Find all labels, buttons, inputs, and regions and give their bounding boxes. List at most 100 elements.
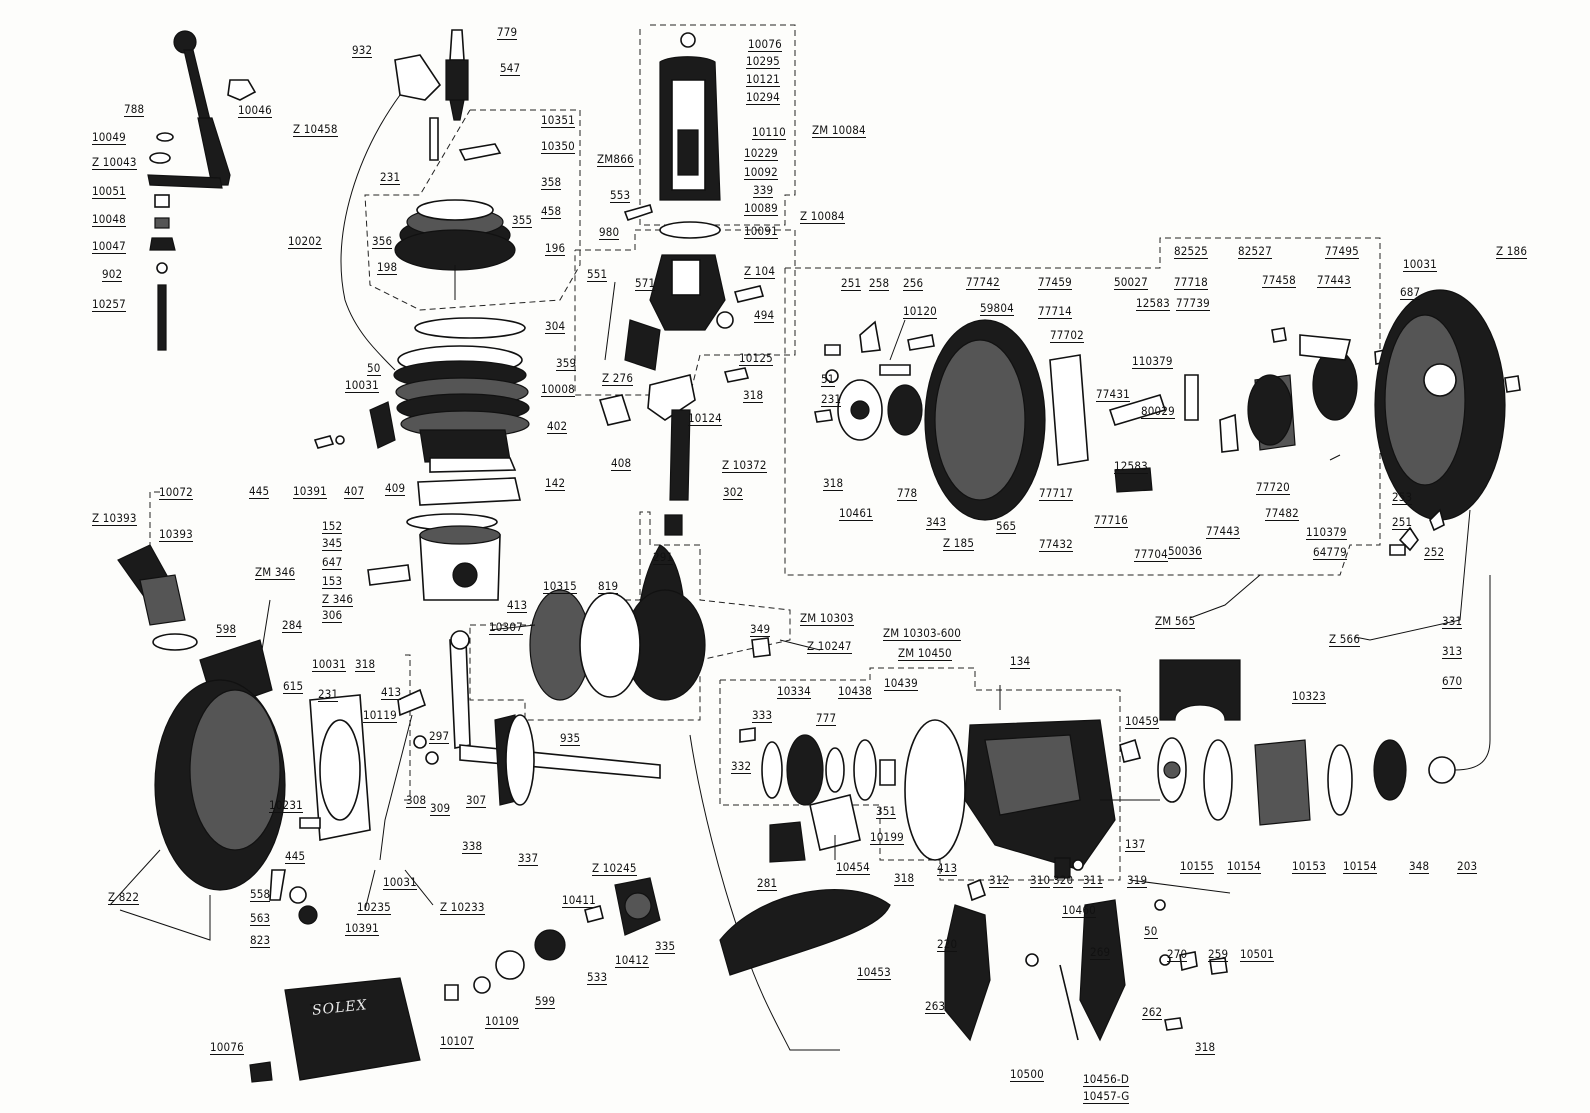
part-label: 351 bbox=[876, 804, 897, 819]
part-label: ZM 10450 bbox=[898, 646, 952, 661]
part-label: 339 bbox=[753, 183, 774, 198]
cylinder-top bbox=[340, 29, 526, 371]
part-label: 320 bbox=[1053, 873, 1074, 888]
part-label: 332 bbox=[731, 759, 752, 774]
part-label: 409 bbox=[385, 481, 406, 496]
part-label: 10459 bbox=[1125, 714, 1159, 729]
part-label: 77720 bbox=[1256, 480, 1290, 495]
part-label: 445 bbox=[249, 484, 270, 499]
part-label: 50036 bbox=[1168, 544, 1202, 559]
part-label: 10307 bbox=[489, 620, 523, 635]
part-label: 318 bbox=[823, 476, 844, 491]
part-label: 110379 bbox=[1132, 354, 1173, 369]
part-label: 319 bbox=[1127, 873, 1148, 888]
part-label: 313 bbox=[1442, 644, 1463, 659]
part-label: 10089 bbox=[744, 201, 778, 216]
part-label: Z 566 bbox=[1329, 632, 1361, 647]
part-label: 297 bbox=[429, 729, 450, 744]
part-label: 231 bbox=[821, 392, 842, 407]
part-label: 10457-G bbox=[1083, 1089, 1130, 1104]
part-label: 10091 bbox=[744, 224, 778, 239]
part-label: 10391 bbox=[345, 921, 379, 936]
part-label: 252 bbox=[1424, 545, 1445, 560]
part-label: 10119 bbox=[363, 708, 397, 723]
cylinder-barrel bbox=[313, 345, 530, 506]
part-label: 547 bbox=[500, 61, 521, 76]
part-label: 203 bbox=[1457, 859, 1478, 874]
part-label: Z 10247 bbox=[807, 639, 852, 654]
part-label: 10049 bbox=[92, 130, 126, 145]
part-label: 10031 bbox=[312, 657, 346, 672]
part-label: 647 bbox=[322, 555, 343, 570]
part-label: Z 10245 bbox=[592, 861, 637, 876]
part-label: 494 bbox=[754, 308, 775, 323]
part-label: 402 bbox=[547, 419, 568, 434]
part-label: 153 bbox=[322, 574, 343, 589]
drive-roller bbox=[1157, 575, 1491, 826]
part-label: 77495 bbox=[1325, 244, 1359, 259]
part-label: 10124 bbox=[688, 411, 722, 426]
part-label: 50 bbox=[1144, 924, 1158, 939]
part-label: 77482 bbox=[1265, 506, 1299, 521]
part-label: 82525 bbox=[1174, 244, 1208, 259]
part-label: Z 10458 bbox=[293, 122, 338, 137]
part-label: 231 bbox=[380, 170, 401, 185]
part-label: Z 186 bbox=[1496, 244, 1528, 259]
part-label: 308 bbox=[406, 793, 427, 808]
part-label: 262 bbox=[1142, 1005, 1163, 1020]
part-label: 10412 bbox=[615, 953, 649, 968]
part-label: 10120 bbox=[903, 304, 937, 319]
part-label: 10154 bbox=[1343, 859, 1377, 874]
part-label: 407 bbox=[344, 484, 365, 499]
part-label: 932 bbox=[352, 43, 373, 58]
part-label: 77742 bbox=[966, 275, 1000, 290]
part-label: 302 bbox=[723, 485, 744, 500]
part-label: 10072 bbox=[159, 485, 193, 500]
part-label: 10461 bbox=[839, 506, 873, 521]
part-label: 980 bbox=[599, 225, 620, 240]
part-label: 598 bbox=[216, 622, 237, 637]
part-label: 307 bbox=[466, 793, 487, 808]
part-label: 687 bbox=[1400, 285, 1421, 300]
pedal-cranks bbox=[944, 857, 1231, 1042]
part-label: 563 bbox=[250, 911, 271, 926]
part-label: 10121 bbox=[746, 72, 780, 87]
magneto-ignition bbox=[814, 319, 1387, 521]
part-label: 304 bbox=[545, 319, 566, 334]
part-label: 10350 bbox=[541, 139, 575, 154]
part-label: 231 bbox=[318, 687, 339, 702]
part-label: 270 bbox=[1167, 947, 1188, 962]
part-label: 935 bbox=[560, 731, 581, 746]
part-label: 253 bbox=[1392, 490, 1413, 505]
part-label: 670 bbox=[1442, 674, 1463, 689]
flywheel bbox=[1374, 289, 1521, 556]
part-label: 349 bbox=[750, 622, 771, 637]
part-label: 263 bbox=[925, 999, 946, 1014]
part-label: 50 bbox=[367, 361, 381, 376]
part-label: Z 276 bbox=[602, 371, 634, 386]
part-label: 318 bbox=[355, 657, 376, 672]
part-label: 12583 bbox=[1114, 459, 1148, 474]
part-label: 445 bbox=[285, 849, 306, 864]
part-label: 10125 bbox=[739, 351, 773, 366]
part-label: 345 bbox=[322, 536, 343, 551]
part-label: 10454 bbox=[836, 860, 870, 875]
part-label: 338 bbox=[462, 839, 483, 854]
part-label: 284 bbox=[282, 618, 303, 633]
crankcase bbox=[117, 544, 439, 891]
part-label: 311 bbox=[1083, 873, 1104, 888]
part-label: ZM 346 bbox=[255, 565, 296, 580]
part-label: 10460 bbox=[1062, 903, 1096, 918]
part-label: 359 bbox=[556, 356, 577, 371]
part-label: 281 bbox=[757, 876, 778, 891]
part-label: 77714 bbox=[1038, 304, 1072, 319]
part-label: 10411 bbox=[562, 893, 596, 908]
part-label: 533 bbox=[587, 970, 608, 985]
part-label: 10110 bbox=[752, 125, 786, 140]
part-label: ZM 10303-600 bbox=[883, 626, 962, 641]
part-label: 77702 bbox=[1050, 328, 1084, 343]
part-label: 269 bbox=[1090, 945, 1111, 960]
part-label: 318 bbox=[894, 871, 915, 886]
part-label: 10351 bbox=[541, 113, 575, 128]
part-label: 599 bbox=[535, 994, 556, 1009]
